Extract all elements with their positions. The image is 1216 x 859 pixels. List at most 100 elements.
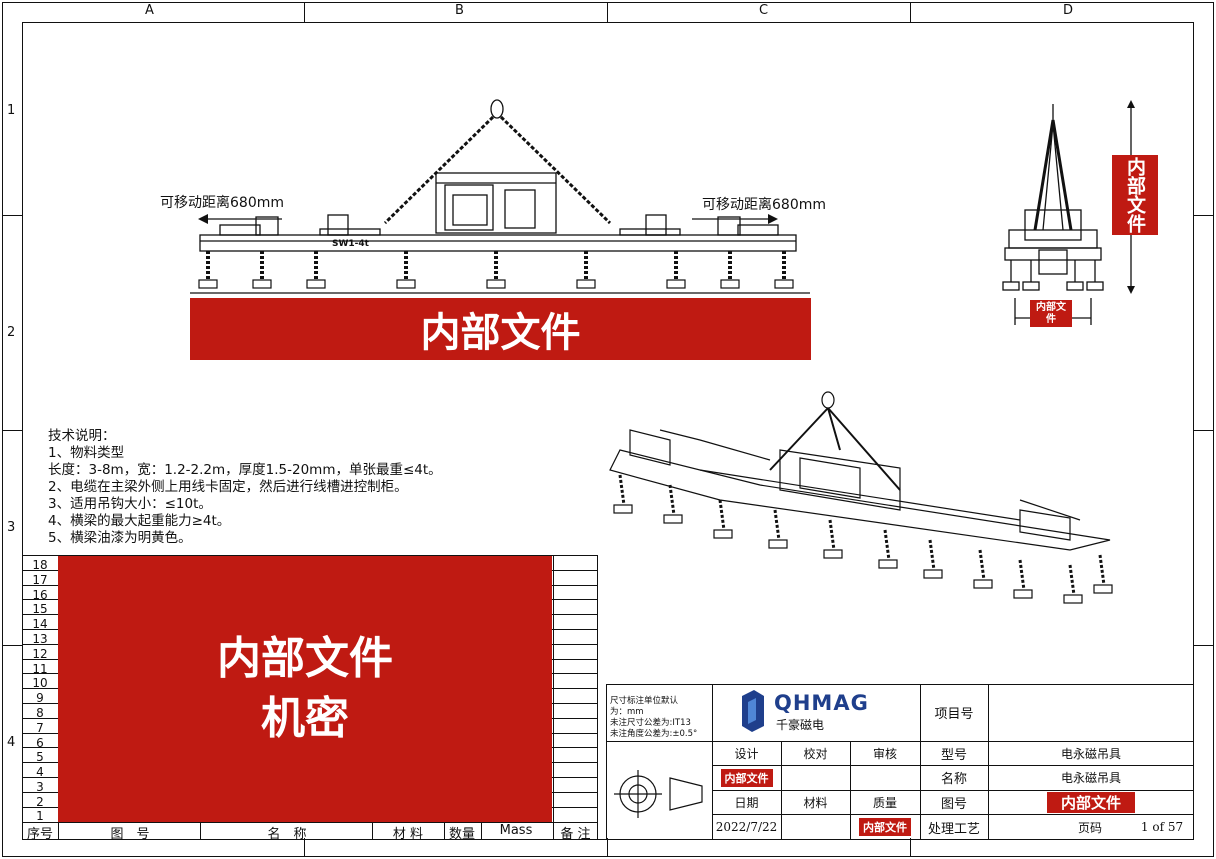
- bom-row-number: 8: [36, 706, 44, 720]
- bom-row-number: 4: [36, 765, 44, 779]
- iso-magnet-pad: [1013, 589, 1033, 599]
- iso-magnet-leg: [1068, 564, 1076, 596]
- iso-magnet-leg: [1018, 559, 1026, 591]
- bom-table: [22, 555, 598, 840]
- grid-row-label: 4: [7, 735, 16, 750]
- tb-divider: [606, 741, 1194, 742]
- model-label: 型号: [940, 747, 967, 763]
- iso-magnet-pad: [923, 569, 943, 579]
- iso-magnet-pad: [823, 549, 843, 559]
- iso-magnet-leg: [668, 484, 676, 516]
- project-label: 项目号: [934, 707, 974, 722]
- designer-tag-cell: 内部文件: [712, 765, 781, 790]
- iso-magnet-leg: [828, 519, 836, 551]
- tech-note-item: 3、适用吊钩大小：≤10t。: [48, 496, 212, 512]
- bom-row-number: 10: [32, 676, 48, 690]
- tech-note-item: 1、物料类型: [48, 445, 125, 461]
- arrow-right-icon: [692, 214, 778, 224]
- front-view-drawing: SW1-4t: [190, 99, 810, 294]
- grid-column-label: C: [759, 3, 769, 18]
- qhmag-logo-icon: [742, 690, 764, 732]
- magnet-pad: [486, 279, 506, 289]
- drawing-no-tag: 内部文件: [1046, 791, 1135, 813]
- magnet-pad: [666, 279, 686, 289]
- units-note-line: 为：mm: [610, 707, 644, 717]
- date-value: 2022/7/22: [715, 820, 778, 834]
- grid-row-label: 2: [7, 325, 16, 340]
- movable-distance-right: 可移动距离680mm: [702, 197, 826, 213]
- iso-magnet-pad: [613, 504, 633, 514]
- bom-row-number: 2: [36, 795, 44, 809]
- bom-header-notes: 备 注: [560, 827, 591, 842]
- magnet-pad: [252, 279, 272, 289]
- bom-divider: [22, 822, 598, 823]
- bom-row-number: 11: [32, 662, 48, 676]
- iso-magnet-leg: [1098, 554, 1106, 586]
- bom-row-number: 16: [32, 588, 48, 602]
- grid-divider: [910, 838, 911, 857]
- bom-row-number: 12: [32, 647, 48, 661]
- page-value: 1 of 57: [1140, 820, 1184, 834]
- bom-row-number: 3: [36, 780, 44, 794]
- check-label: 校对: [803, 746, 828, 761]
- magnet-pad: [576, 279, 596, 289]
- iso-magnet-pad: [878, 559, 898, 569]
- tb-divider: [712, 765, 1194, 766]
- tech-note-item: 4、横梁的最大起重能力≥4t。: [48, 513, 231, 529]
- watermark-bom: 内部文件 机密: [58, 556, 552, 822]
- third-angle-projection-icon: [614, 770, 703, 818]
- page-label: 页码: [1077, 820, 1102, 835]
- bom-row-number: 17: [32, 573, 48, 587]
- grid-divider: [607, 2, 608, 22]
- tb-divider: [712, 790, 1194, 791]
- iso-magnet-leg: [978, 549, 986, 581]
- iso-magnet-pad: [663, 514, 683, 524]
- units-note-line: 尺寸标注单位默认: [610, 696, 679, 706]
- tech-note-item: 长度：3-8m，宽：1.2-2.2m，厚度1.5-20mm，单张最重≤4t。: [48, 462, 442, 478]
- bom-row-number: 7: [36, 721, 44, 735]
- grid-column-label: D: [1063, 3, 1074, 18]
- grid-column-label: A: [145, 3, 154, 18]
- watermark-front-view: 内部文件: [190, 298, 811, 360]
- grid-divider: [607, 838, 608, 857]
- drawing-no-label: 图号: [940, 796, 967, 812]
- logo-cn: 千豪磁电: [776, 718, 825, 732]
- movable-distance-left: 可移动距离680mm: [160, 195, 284, 211]
- bom-header-material: 材 料: [392, 827, 424, 842]
- bom-row-number: 13: [32, 632, 48, 646]
- grid-divider: [2, 645, 22, 646]
- iso-magnet-pad: [1093, 584, 1113, 594]
- quality-label: 质量: [872, 795, 897, 810]
- iso-magnet-leg: [618, 474, 626, 506]
- watermark-bom-line2: 机密: [261, 693, 349, 744]
- bom-divider: [553, 555, 554, 840]
- quality-tag-cell: 内部文件: [850, 814, 920, 840]
- bom-divider: [481, 822, 482, 840]
- material-label: 材料: [803, 795, 828, 810]
- iso-magnet-leg: [883, 529, 891, 561]
- bom-row-number: 9: [36, 691, 44, 705]
- tech-note-item: 2、电缆在主梁外侧上用线卡固定，然后进行线槽进控制柜。: [48, 479, 408, 495]
- process-label: 处理工艺: [927, 821, 980, 837]
- bom-row-number: 18: [32, 558, 48, 572]
- name-value: 电永磁吊具: [1060, 771, 1121, 785]
- date-label: 日期: [734, 795, 759, 810]
- grid-divider: [304, 2, 305, 22]
- technical-notes: 技术说明： 1、物料类型 长度：3-8m，宽：1.2-2.2m，厚度1.5-20…: [48, 428, 442, 547]
- beam-label: SW1-4t: [332, 239, 370, 249]
- review-label: 审核: [872, 746, 897, 761]
- bom-row-number: 6: [36, 736, 44, 750]
- project-value: [988, 684, 1194, 741]
- units-note-line: 未注尺寸公差为:IT13: [610, 718, 691, 728]
- title-block: [606, 684, 1194, 840]
- design-label: 设计: [734, 746, 759, 761]
- magnet-pad: [774, 279, 794, 289]
- grid-divider: [1194, 430, 1214, 431]
- grid-row-label: 1: [7, 103, 16, 118]
- grid-divider: [1194, 215, 1214, 216]
- name-label: 名称: [940, 772, 967, 787]
- magnet-pad: [306, 279, 326, 289]
- watermark-side-view: 内部文件: [1112, 155, 1158, 235]
- grid-divider: [1194, 645, 1214, 646]
